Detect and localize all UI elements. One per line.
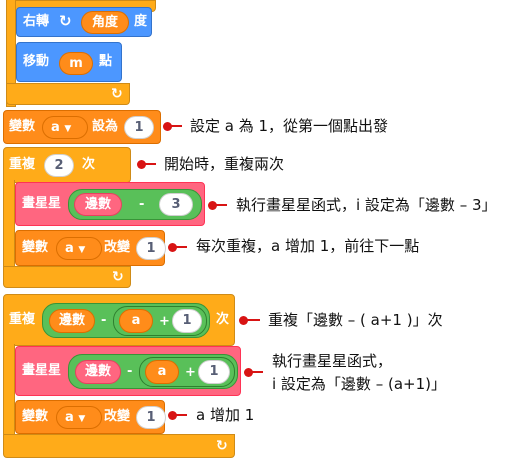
subtract-value[interactable]: 3 [159,193,193,216]
change-variable-value[interactable]: 1 [136,406,166,429]
move-param[interactable]: m [59,52,93,75]
annotation-line [213,204,227,206]
chevron-down-icon: ▼ [64,124,72,134]
repeat-label: 重複 [9,157,36,172]
set-variable-block[interactable]: 變數 a ▼ 設為 1 [3,110,161,144]
draw-star-label: 畫星星 [22,363,62,378]
annotation-draw-star-2-line1: 執行畫星星函式， [272,352,393,370]
set-variable-label: 變數 [9,119,36,134]
minus-sign: - [127,364,133,379]
repeat-unit: 次 [82,157,96,172]
rotate-right-icon: ↻ [59,12,72,30]
repeat-block-1-spine [3,180,15,268]
loop-arrow-icon: ↻ [111,86,123,102]
subtract-operator-block[interactable]: 邊數 - 3 [68,189,202,220]
variable-dropdown[interactable]: a ▼ [56,237,102,260]
draw-star-block-2[interactable]: 畫星星 邊數 - a + 1 [15,346,241,396]
add-operator-block[interactable]: a + 1 [113,306,207,336]
loop-arrow-icon: ↻ [112,269,124,285]
annotation-repeat-1: 開始時，重複兩次 [164,155,285,173]
variable-name: a [65,241,74,256]
annotation-repeat-2: 重複「邊數 – ( a+1 )」次 [268,311,443,329]
annotation-dot [137,160,146,169]
repeat-label: 重複 [9,312,36,327]
repeat-block-1[interactable]: 重複 2 次 [3,147,131,183]
change-variable-value[interactable]: 1 [136,237,166,260]
add-value[interactable]: 1 [198,360,230,384]
annotation-line [168,125,182,127]
annotation-line [173,414,187,416]
sides-param[interactable]: 邊數 [74,193,122,216]
repeat-count[interactable]: 2 [44,154,74,177]
annotation-line [244,319,260,321]
outer-control-bottom: ↻ [6,83,130,105]
set-variable-value[interactable]: 1 [124,116,154,139]
move-label: 移動 [23,54,50,69]
change-variable-label: 變數 [22,240,49,255]
annotation-draw-star-2-line2: i 設定為「邊數 – (a+1)」 [272,375,446,393]
repeat-block-2[interactable]: 重複 邊數 - a + 1 次 [3,294,235,346]
chevron-down-icon: ▼ [78,414,86,424]
move-block[interactable]: 移動 m 點 [16,42,122,82]
repeat-block-2-bottom: ↻ [3,434,235,458]
annotation-change-var-1: 每次重複，a 增加 1，前往下一點 [196,237,420,255]
annotation-dot [168,411,177,420]
change-variable-block-1[interactable]: 變數 a ▼ 改變 1 [15,230,166,266]
draw-star-block-1[interactable]: 畫星星 邊數 - 3 [15,182,205,226]
annotation-set-var: 設定 a 為 1，從第一個點出發 [190,117,389,135]
repeat-block-2-spine [3,344,15,436]
a-variable[interactable]: a [145,360,179,384]
annotation-dot [244,368,253,377]
minus-sign: - [101,313,107,328]
add-operator-block[interactable]: a + 1 [139,357,235,387]
change-variable-op: 改變 [104,240,131,255]
plus-sign: + [185,365,196,380]
plus-sign: + [159,314,170,329]
annotation-dot [239,316,248,325]
a-variable[interactable]: a [119,309,153,333]
annotation-change-var-2: a 增加 1 [196,406,255,424]
annotation-dot [168,243,177,252]
draw-star-label: 畫星星 [22,196,62,211]
subtract-operator-block[interactable]: 邊數 - a + 1 [42,303,210,338]
annotation-draw-star-1: 執行畫星星函式，i 設定為「邊數 – 3」 [236,196,497,214]
add-value[interactable]: 1 [172,309,202,333]
change-variable-label: 變數 [22,409,49,424]
set-variable-op: 設為 [92,119,119,134]
turn-right-block[interactable]: 右轉 ↻ 角度 度 [16,7,152,37]
loop-arrow-icon: ↻ [216,438,228,454]
turn-right-unit: 度 [134,14,148,29]
annotation-dot [208,201,217,210]
repeat-unit: 次 [216,312,230,327]
change-variable-op: 改變 [104,409,131,424]
variable-dropdown[interactable]: a ▼ [42,116,88,139]
move-unit: 點 [99,54,113,69]
outer-control-spine [6,0,16,107]
chevron-down-icon: ▼ [78,245,86,255]
change-variable-block-2[interactable]: 變數 a ▼ 改變 1 [15,400,166,434]
repeat-block-1-bottom: ↻ [3,266,131,288]
annotation-line [142,163,156,165]
variable-name: a [65,410,74,425]
variable-name: a [51,120,60,135]
subtract-operator-block[interactable]: 邊數 - a + 1 [68,354,238,389]
variable-dropdown[interactable]: a ▼ [56,406,102,429]
angle-param[interactable]: 角度 [81,11,129,34]
sides-param[interactable]: 邊數 [75,360,121,384]
turn-right-label: 右轉 [23,14,50,29]
sides-variable[interactable]: 邊數 [49,309,95,333]
annotation-dot [163,122,172,131]
annotation-line [173,246,187,248]
annotation-line [249,371,263,373]
minus-sign: - [139,197,145,212]
